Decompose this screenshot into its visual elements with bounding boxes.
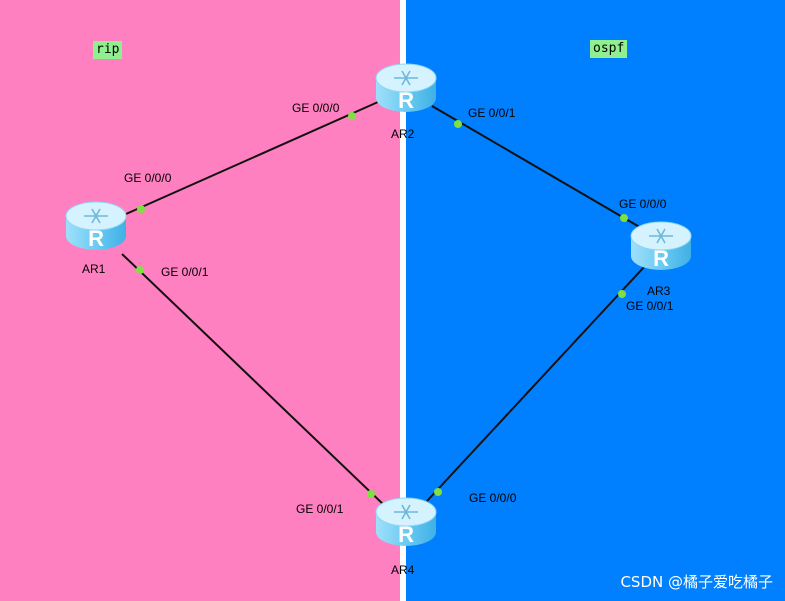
port-dot-ar1-g0 bbox=[137, 205, 145, 213]
router-ar2-glyph: R bbox=[398, 88, 414, 113]
port-dot-ar3-g0 bbox=[620, 214, 628, 222]
rip-zone bbox=[0, 0, 400, 601]
port-dot-ar1-g1 bbox=[136, 266, 144, 274]
router-ar1-glyph: R bbox=[88, 226, 104, 251]
router-ar2-label: AR2 bbox=[391, 127, 415, 141]
router-ar4-label: AR4 bbox=[391, 563, 415, 577]
link-ar1-ar2 bbox=[125, 101, 379, 215]
port-dot-ar4-g0 bbox=[434, 488, 442, 496]
port-label-ar2-g0: GE 0/0/0 bbox=[292, 101, 340, 115]
router-ar3-glyph: R bbox=[653, 246, 669, 271]
link-ar2-ar3 bbox=[431, 105, 644, 230]
router-ar1-icon[interactable]: R bbox=[65, 201, 127, 251]
router-ar4-icon[interactable]: R bbox=[375, 497, 437, 547]
port-label-ar4-g1: GE 0/0/1 bbox=[296, 502, 344, 516]
router-ar4-glyph: R bbox=[398, 522, 414, 547]
router-ar3-label: AR3 bbox=[647, 284, 671, 298]
link-ar1-ar4 bbox=[121, 253, 385, 506]
port-label-ar1-g0: GE 0/0/0 bbox=[124, 171, 172, 185]
router-ar1-label: AR1 bbox=[82, 262, 106, 276]
port-label-ar4-g0: GE 0/0/0 bbox=[469, 491, 517, 505]
port-label-ar1-g1: GE 0/0/1 bbox=[161, 265, 209, 279]
ospf-zone bbox=[406, 0, 785, 601]
port-dot-ar4-g1 bbox=[367, 490, 375, 498]
port-dot-ar2-g1 bbox=[454, 120, 462, 128]
port-dot-ar3-g1 bbox=[618, 290, 626, 298]
port-dot-ar2-g0 bbox=[348, 112, 356, 120]
port-label-ar3-g1: GE 0/0/1 bbox=[626, 299, 674, 313]
ospf-zone-label: ospf bbox=[590, 40, 628, 58]
csdn-watermark: CSDN @橘子爱吃橘子 bbox=[620, 573, 773, 591]
link-ar3-ar4 bbox=[426, 265, 646, 502]
router-ar2-icon[interactable]: R bbox=[375, 63, 437, 113]
port-label-ar2-g1: GE 0/0/1 bbox=[468, 106, 516, 120]
port-label-ar3-g0: GE 0/0/0 bbox=[619, 197, 667, 211]
router-ar3-icon[interactable]: R bbox=[630, 221, 692, 271]
rip-zone-label: rip bbox=[93, 41, 123, 59]
